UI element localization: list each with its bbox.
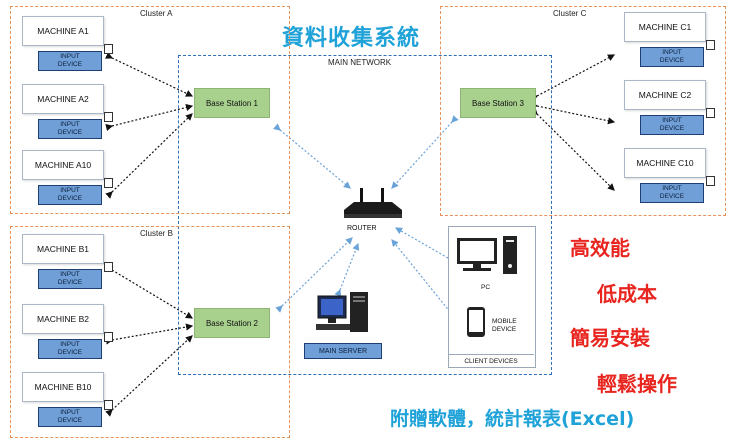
feature-low-cost: 低成本 — [597, 282, 657, 306]
machine-a1: MACHINE A1 — [22, 16, 104, 46]
pins — [44, 262, 80, 277]
pins — [646, 108, 682, 123]
machine-c10: MACHINE C10 — [624, 148, 706, 178]
pins — [44, 332, 80, 347]
main-server-icon — [316, 292, 368, 332]
client-devices-label: CLIENT DEVICES — [448, 354, 534, 367]
cluster-c — [440, 6, 726, 216]
machine-b2: MACHINE B2 — [22, 304, 104, 334]
pc-label: PC — [481, 284, 491, 291]
plug-icon — [706, 176, 715, 186]
cluster-b — [10, 226, 290, 438]
link-station3-c1 — [530, 54, 616, 102]
base-station-2: Base Station 2 — [194, 308, 270, 338]
plug-icon — [104, 332, 113, 342]
pins — [44, 178, 80, 193]
machine-a2: MACHINE A2 — [22, 84, 104, 114]
bottom-note: 附贈軟體，統計報表(Excel) — [390, 408, 635, 430]
link-station3-router — [391, 115, 459, 189]
plug-icon — [104, 112, 113, 122]
plug-icon — [104, 400, 113, 410]
machine-b10: MACHINE B10 — [22, 372, 104, 402]
pins — [44, 112, 80, 127]
feature-high-performance: 高效能 — [570, 236, 630, 260]
pins — [44, 44, 80, 59]
pins — [646, 176, 682, 191]
mobile-icon — [467, 307, 485, 337]
link-server-router — [334, 242, 360, 297]
plug-icon — [104, 178, 113, 188]
plug-icon — [706, 40, 715, 50]
feature-easy-operation: 輕鬆操作 — [597, 372, 677, 396]
pins — [44, 400, 80, 415]
machine-b1: MACHINE B1 — [22, 234, 104, 264]
plug-icon — [706, 108, 715, 118]
cluster-a-title: Cluster A — [140, 9, 173, 18]
cluster-a — [10, 6, 290, 214]
main-server-label: MAIN SERVER — [304, 343, 382, 359]
plug-icon — [104, 262, 113, 272]
router-label: ROUTER — [347, 225, 377, 232]
feature-easy-install: 簡易安裝 — [570, 326, 650, 350]
cluster-b-title: Cluster B — [140, 229, 173, 238]
pins — [646, 40, 682, 55]
diagram-title: 資料收集系統 — [282, 26, 421, 51]
link-station1-router — [273, 123, 351, 189]
plug-icon — [104, 44, 113, 54]
router-icon — [344, 188, 402, 218]
base-station-3: Base Station 3 — [460, 88, 536, 118]
main-network-label: MAIN NETWORK — [328, 58, 392, 67]
cluster-c-title: Cluster C — [553, 9, 587, 18]
machine-c1: MACHINE C1 — [624, 12, 706, 42]
link-mobile-router — [391, 239, 462, 325]
machine-c2: MACHINE C2 — [624, 80, 706, 110]
base-station-1: Base Station 1 — [194, 88, 270, 118]
machine-a10: MACHINE A10 — [22, 150, 104, 180]
pc-icon — [457, 236, 517, 274]
